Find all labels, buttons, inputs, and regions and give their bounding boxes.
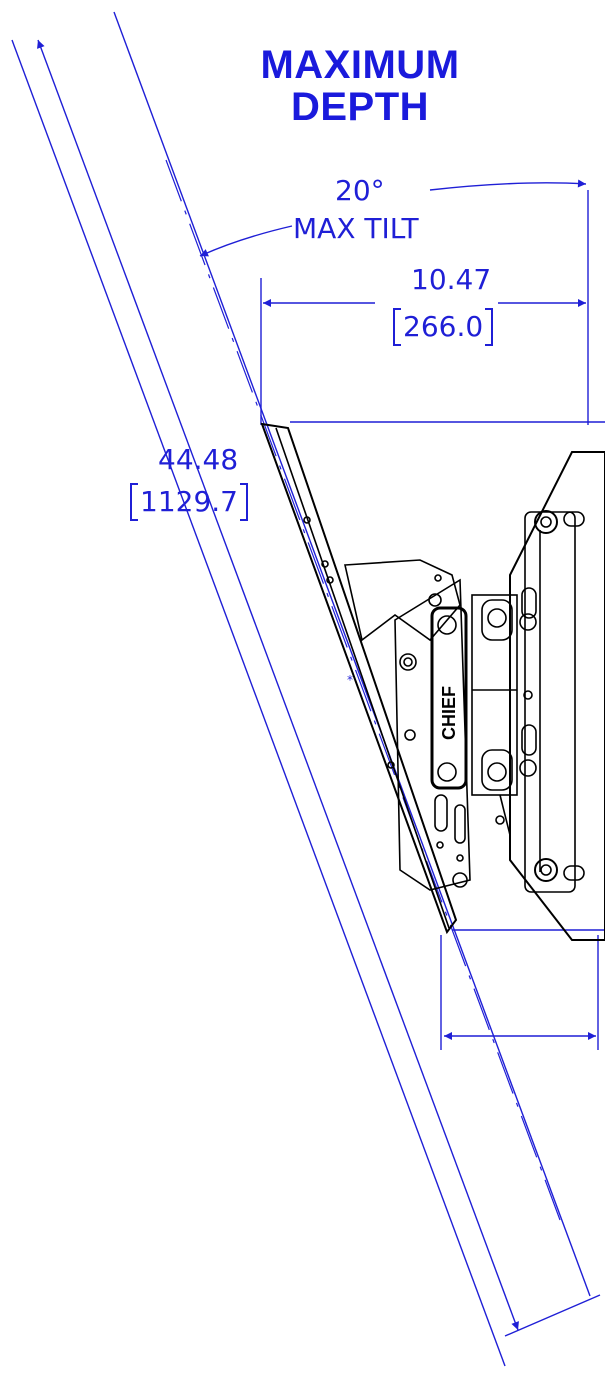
tilt-angle: 20° <box>335 174 385 207</box>
wall-plate-bolt-inner <box>540 516 552 528</box>
plate-hole <box>321 560 329 568</box>
bracket-hole <box>428 593 442 607</box>
wall-plate <box>509 451 605 941</box>
tilt-arc-left <box>199 225 293 257</box>
carriage-hole <box>495 815 505 825</box>
wall-plate-bolt <box>534 510 558 534</box>
bracket-slot <box>434 794 448 832</box>
wall-plate-screw <box>519 613 537 631</box>
depth-mm: 266.0 <box>393 308 494 346</box>
carriage-hole <box>487 762 507 782</box>
height-bottom-tick <box>504 1294 601 1337</box>
wall-plate-bolt <box>534 858 558 882</box>
tilt-arc-right <box>429 179 587 191</box>
height-dimension-line <box>37 39 519 1331</box>
wall-plate-rail <box>524 511 576 893</box>
bracket-hole <box>436 841 444 849</box>
wall-plate-hole <box>523 690 533 700</box>
height-mm: 1129.7 <box>130 483 248 521</box>
tilt-arm <box>344 559 461 642</box>
wall-plate-slot <box>521 587 537 619</box>
carriage-top-lug <box>481 599 513 641</box>
bracket-hole <box>456 854 464 862</box>
logo-plate-screw <box>437 615 457 635</box>
bracket-slot <box>454 804 466 844</box>
center-marker: * <box>347 673 353 687</box>
bracket-hole <box>434 574 442 582</box>
plate-hole <box>326 576 334 584</box>
plate-hole <box>303 516 311 524</box>
dimension-lines <box>11 11 605 1367</box>
logo-plate-screw <box>437 762 457 782</box>
wall-plate-tab <box>563 511 585 527</box>
bracket-hole <box>452 872 468 888</box>
wall-plate-slot <box>521 724 537 756</box>
wall-plate-tab <box>563 865 585 881</box>
logo-plate <box>430 606 468 790</box>
display-plate <box>260 422 458 935</box>
wall-plate-bolt-inner <box>540 864 552 876</box>
slide-carriage <box>471 594 518 796</box>
brand-mark: CHIEF <box>439 686 459 740</box>
carriage-hole <box>487 608 507 628</box>
depth-inches: 10.47 <box>411 263 492 296</box>
wall-plate-screw <box>519 759 537 777</box>
tilt-bracket <box>394 578 471 891</box>
tilt-label: MAX TILT <box>293 212 419 245</box>
bracket-bolt <box>399 653 417 671</box>
carriage-bottom-lug <box>481 749 513 791</box>
bracket-bolt-inner <box>403 657 413 667</box>
height-inches: 44.48 <box>158 443 239 476</box>
carriage-tab <box>499 794 511 836</box>
display-plate-inner <box>275 427 450 929</box>
plate-hole <box>387 761 395 769</box>
mount-drawing <box>260 422 605 941</box>
bracket-hole <box>404 729 416 741</box>
center-line <box>165 159 561 1221</box>
